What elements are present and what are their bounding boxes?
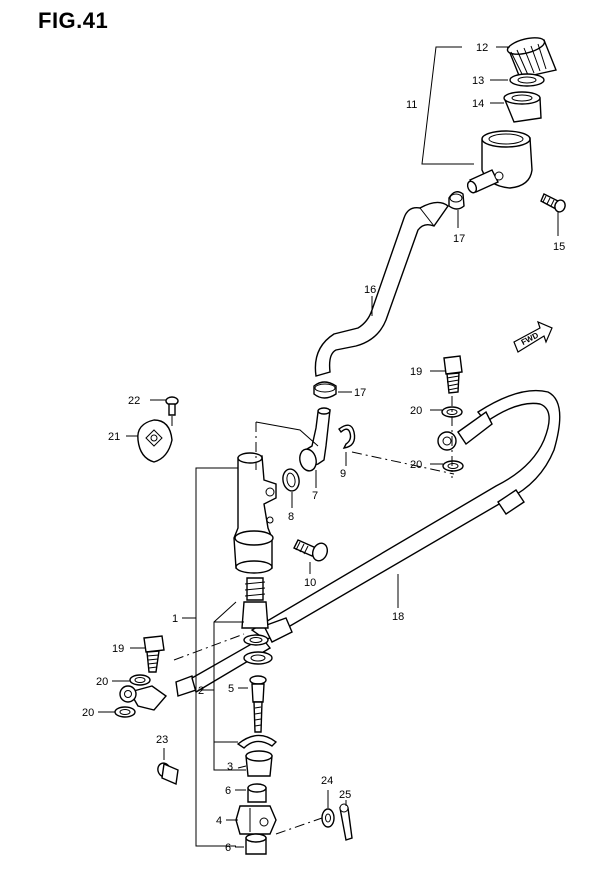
flow-line-clip [351,451,455,475]
callout-5: 5 [228,683,234,695]
sealing-washer-upper-2 [442,460,464,472]
reflector-holder [137,419,173,463]
callout-7: 7 [312,490,318,502]
piston-assembly [241,577,269,646]
figure-title: FIG.41 [38,8,109,33]
o-ring-8 [282,468,300,492]
callout-9: 9 [340,468,346,480]
leader-lines [98,46,559,848]
callout-20-lower-2: 20 [82,707,94,719]
callout-16: 16 [364,284,376,296]
callout-2: 2 [198,685,204,697]
callout-15: 15 [553,241,565,253]
reservoir-body [466,130,533,194]
banjo-bolt-lower [143,635,165,673]
flow-line-pin [275,817,323,835]
reservoir-cap [506,37,557,79]
hose-clamp-upper [448,191,465,210]
mounting-bolt-10 [293,539,329,562]
callout-25: 25 [339,789,351,801]
reservoir-screw [540,193,566,213]
callout-23: 23 [156,734,168,746]
hose-clamp-lower [313,381,337,399]
callout-20-lower-1: 20 [96,676,108,688]
master-cylinder-body [233,452,277,574]
callout-11: 11 [406,99,417,111]
bracket-11 [421,46,474,165]
clevis-4 [235,805,277,835]
callout-6-upper: 6 [225,785,231,797]
reservoir-hose [314,201,449,377]
callout-18: 18 [392,611,404,623]
screw-22 [165,396,179,416]
flow-line-lower [173,633,245,661]
callout-21: 21 [108,431,120,443]
callout-20-upper-2: 20 [410,459,422,471]
reservoir-plate [509,73,545,87]
pushrod [249,675,267,733]
callout-6-lower: 6 [225,842,231,854]
callout-12: 12 [476,42,488,54]
callout-17-upper: 17 [453,233,465,245]
cotter-pin-25 [339,803,353,841]
brake-hose [119,389,561,711]
callout-10: 10 [304,577,316,589]
washer-24 [321,808,335,828]
callout-22: 22 [128,395,140,407]
callout-17-lower: 17 [354,387,366,399]
pivot-bolt-23 [157,762,179,786]
pushrod-boot [243,651,273,665]
circlip-9 [338,424,356,449]
nut-6-lower [245,833,267,855]
reservoir-diaphragm [503,91,542,123]
callout-4: 4 [216,815,222,827]
sealing-washer-lower-1 [129,674,151,686]
callout-labels: 12 13 14 11 17 15 16 17 22 21 19 20 20 9… [82,42,565,854]
hose-elbow-connector [299,407,331,472]
pushrod-nut-3 [245,750,273,777]
circlip-lower [236,734,278,749]
callout-14: 14 [472,98,484,110]
banjo-bolt-upper [443,355,463,394]
callout-1: 1 [172,613,178,625]
callout-24: 24 [321,775,333,787]
callout-13: 13 [472,75,484,87]
callout-20-upper-1: 20 [410,405,422,417]
sealing-washer-lower-2 [114,706,136,718]
callout-8: 8 [288,511,294,523]
nut-6-upper [247,783,267,803]
callout-19-upper: 19 [410,366,422,378]
callout-3: 3 [227,761,233,773]
callout-19-lower: 19 [112,643,124,655]
fwd-arrow-mark: FWD [513,320,553,353]
